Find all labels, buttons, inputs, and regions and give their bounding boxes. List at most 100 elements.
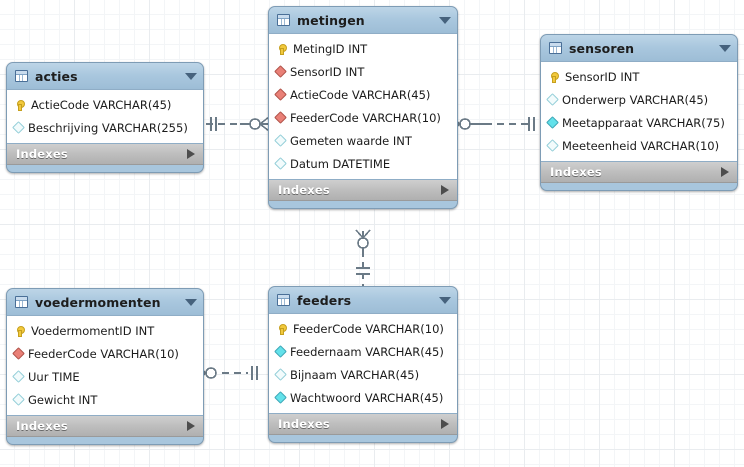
- chevron-right-icon[interactable]: [187, 149, 195, 159]
- primary-key-icon: [276, 322, 288, 336]
- column-label: Meeteenheid VARCHAR(10): [562, 138, 720, 153]
- table-column[interactable]: Gemeten waarde INT: [269, 129, 457, 152]
- column-label: Uur TIME: [28, 369, 80, 384]
- table-column[interactable]: VoedermomentID INT: [7, 319, 203, 342]
- table-header-sensoren[interactable]: sensoren: [541, 35, 737, 61]
- table-title: metingen: [297, 12, 365, 28]
- table-icon: [15, 296, 28, 308]
- column-list-voedermomenten: VoedermomentID INT FeederCode VARCHAR(10…: [7, 315, 203, 416]
- primary-key-icon: [548, 70, 560, 84]
- indexes-label: Indexes: [550, 165, 602, 179]
- column-label: Meetapparaat VARCHAR(75): [562, 115, 725, 130]
- column-label: ActieCode VARCHAR(45): [290, 87, 431, 102]
- column-list-metingen: MetingID INT SensorID INT ActieCode VARC…: [269, 33, 457, 180]
- chevron-right-icon[interactable]: [441, 185, 449, 195]
- nullable-column-icon: [274, 368, 287, 381]
- indexes-label: Indexes: [278, 417, 330, 431]
- chevron-down-icon[interactable]: [439, 296, 451, 304]
- table-column[interactable]: Feedernaam VARCHAR(45): [269, 340, 457, 363]
- indexes-section-sensoren[interactable]: Indexes: [541, 162, 737, 183]
- table-header-voedermomenten[interactable]: voedermomenten: [7, 289, 203, 315]
- table-icon: [549, 42, 562, 54]
- table-icon: [277, 294, 290, 306]
- nullable-column-icon: [274, 157, 287, 170]
- nullable-column-icon: [546, 93, 559, 106]
- table-title: voedermomenten: [35, 294, 161, 310]
- table-column[interactable]: Meetapparaat VARCHAR(75): [541, 111, 737, 134]
- table-column[interactable]: Uur TIME: [7, 365, 203, 388]
- chevron-right-icon[interactable]: [721, 167, 729, 177]
- column-label: Wachtwoord VARCHAR(45): [290, 390, 444, 405]
- column-list-sensoren: SensorID INT Onderwerp VARCHAR(45) Meeta…: [541, 61, 737, 162]
- nullable-column-icon: [12, 393, 25, 406]
- relationship-feeders-metingen: [355, 229, 371, 286]
- nullable-column-icon: [546, 139, 559, 152]
- table-column[interactable]: SensorID INT: [269, 60, 457, 83]
- table-column[interactable]: Gewicht INT: [7, 388, 203, 411]
- foreign-key-icon: [274, 111, 287, 124]
- column-label: Gemeten waarde INT: [290, 133, 412, 148]
- table-header-acties[interactable]: acties: [7, 63, 203, 89]
- table-node-sensoren[interactable]: sensoren SensorID INT Onderwerp VARCHAR(…: [540, 34, 738, 191]
- chevron-down-icon[interactable]: [185, 298, 197, 306]
- table-header-metingen[interactable]: metingen: [269, 7, 457, 33]
- table-column[interactable]: Meeteenheid VARCHAR(10): [541, 134, 737, 157]
- column-label: SensorID INT: [290, 64, 365, 79]
- nullable-column-icon: [12, 370, 25, 383]
- column-label: Datum DATETIME: [290, 156, 391, 171]
- chevron-down-icon[interactable]: [719, 44, 731, 52]
- nullable-column-icon: [274, 134, 287, 147]
- column-label: Bijnaam VARCHAR(45): [290, 367, 420, 382]
- chevron-down-icon[interactable]: [185, 72, 197, 80]
- indexes-section-acties[interactable]: Indexes: [7, 144, 203, 165]
- required-column-icon: [546, 116, 559, 129]
- table-node-metingen[interactable]: metingen MetingID INT SensorID INT Actie…: [268, 6, 458, 209]
- relationship-acties-metingen: [206, 116, 270, 132]
- table-column[interactable]: FeederCode VARCHAR(10): [7, 342, 203, 365]
- table-column[interactable]: ActieCode VARCHAR(45): [269, 83, 457, 106]
- table-header-feeders[interactable]: feeders: [269, 287, 457, 313]
- indexes-section-feeders[interactable]: Indexes: [269, 414, 457, 435]
- table-column[interactable]: ActieCode VARCHAR(45): [7, 93, 203, 116]
- column-label: MetingID INT: [293, 41, 368, 56]
- primary-key-icon: [14, 98, 26, 112]
- table-column[interactable]: Onderwerp VARCHAR(45): [541, 88, 737, 111]
- primary-key-icon: [276, 42, 288, 56]
- column-label: Gewicht INT: [28, 392, 98, 407]
- chevron-right-icon[interactable]: [441, 419, 449, 429]
- relationship-feeders-voedermomenten: [196, 365, 258, 381]
- column-list-acties: ActieCode VARCHAR(45) Beschrijving VARCH…: [7, 89, 203, 144]
- table-column[interactable]: FeederCode VARCHAR(10): [269, 317, 457, 340]
- column-label: Feedernaam VARCHAR(45): [290, 344, 444, 359]
- column-label: VoedermomentID INT: [31, 323, 155, 338]
- chevron-right-icon[interactable]: [187, 421, 195, 431]
- foreign-key-icon: [274, 88, 287, 101]
- table-column[interactable]: MetingID INT: [269, 37, 457, 60]
- table-node-feeders[interactable]: feeders FeederCode VARCHAR(10) Feedernaa…: [268, 286, 458, 443]
- column-label: FeederCode VARCHAR(10): [293, 321, 444, 336]
- table-column[interactable]: SensorID INT: [541, 65, 737, 88]
- column-label: SensorID INT: [565, 69, 640, 84]
- column-label: Onderwerp VARCHAR(45): [562, 92, 709, 107]
- column-list-feeders: FeederCode VARCHAR(10) Feedernaam VARCHA…: [269, 313, 457, 414]
- table-title: sensoren: [569, 40, 635, 56]
- column-label: FeederCode VARCHAR(10): [28, 346, 179, 361]
- chevron-down-icon[interactable]: [439, 16, 451, 24]
- foreign-key-icon: [274, 65, 287, 78]
- indexes-label: Indexes: [278, 183, 330, 197]
- indexes-section-voedermomenten[interactable]: Indexes: [7, 416, 203, 437]
- table-node-acties[interactable]: acties ActieCode VARCHAR(45) Beschrijvin…: [6, 62, 204, 173]
- table-node-voedermomenten[interactable]: voedermomenten VoedermomentID INT Feeder…: [6, 288, 204, 445]
- table-column[interactable]: Beschrijving VARCHAR(255): [7, 116, 203, 139]
- table-column[interactable]: Wachtwoord VARCHAR(45): [269, 386, 457, 409]
- table-column[interactable]: Bijnaam VARCHAR(45): [269, 363, 457, 386]
- column-label: Beschrijving VARCHAR(255): [28, 120, 188, 135]
- table-column[interactable]: Datum DATETIME: [269, 152, 457, 175]
- indexes-section-metingen[interactable]: Indexes: [269, 180, 457, 201]
- table-column[interactable]: FeederCode VARCHAR(10): [269, 106, 457, 129]
- table-icon: [15, 70, 28, 82]
- table-title: feeders: [297, 292, 352, 308]
- column-label: ActieCode VARCHAR(45): [31, 97, 172, 112]
- nullable-column-icon: [12, 121, 25, 134]
